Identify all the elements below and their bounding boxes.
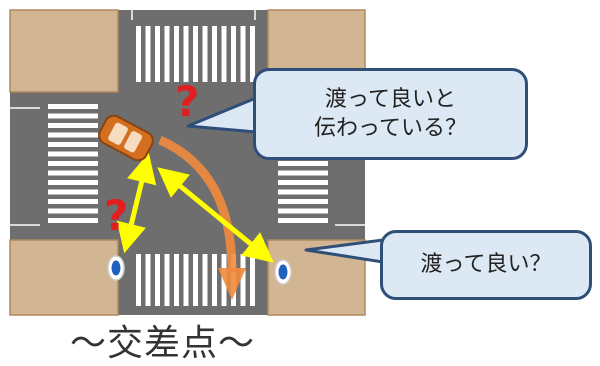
crosswalk-stripe xyxy=(48,142,98,147)
crosswalk-stripe xyxy=(183,254,189,306)
crosswalk-stripe xyxy=(212,254,217,306)
sightlines xyxy=(116,152,274,263)
crosswalk-stripe xyxy=(193,26,198,82)
crosswalk-stripe xyxy=(231,26,236,82)
diagram-caption: ～交差点～ xyxy=(70,323,256,364)
crosswalk-stripe xyxy=(240,26,246,82)
crosswalk-stripe xyxy=(278,170,328,176)
crosswalk-stripe xyxy=(250,254,255,306)
crosswalk-stripe xyxy=(48,132,98,138)
crosswalk-stripe xyxy=(136,26,141,82)
crosswalk-stripe xyxy=(48,218,98,223)
crosswalk-stripe xyxy=(174,254,179,306)
car-icon xyxy=(98,114,154,162)
crosswalk-stripe xyxy=(278,180,328,185)
crosswalk-stripe xyxy=(48,189,98,195)
crosswalk-stripe xyxy=(278,218,328,223)
crosswalk-stripe xyxy=(145,254,151,306)
question-mark-pedestrian: ? xyxy=(104,191,128,240)
bubble-line: 渡って良いと xyxy=(325,86,456,112)
sidewalk-bottom-left xyxy=(9,239,119,316)
crosswalk-top xyxy=(136,26,255,82)
sidewalk-bottom-right xyxy=(267,239,366,316)
crosswalk-stripe xyxy=(48,123,98,128)
crosswalk-stripe xyxy=(155,26,160,82)
crosswalk-stripe xyxy=(278,199,328,204)
sidewalk-top-left xyxy=(9,9,119,93)
crosswalk-stripe xyxy=(48,104,98,109)
crosswalk-stripe xyxy=(48,170,98,176)
crosswalk-stripe xyxy=(164,26,170,82)
crosswalk-stripe xyxy=(136,254,141,306)
driver-speech-bubble: 渡って良いと 伝わっている？ xyxy=(253,68,528,160)
pedestrian-left-icon xyxy=(107,255,125,281)
crosswalk-stripe xyxy=(155,254,160,306)
crosswalk-stripe xyxy=(183,26,189,82)
crosswalk-stripe xyxy=(48,161,98,166)
crosswalk-stripe xyxy=(202,26,208,82)
pedestrian-right-icon xyxy=(274,259,292,285)
crosswalk-left xyxy=(48,104,98,223)
crosswalk-stripe xyxy=(193,254,198,306)
crosswalk-stripe xyxy=(202,254,208,306)
sightline-left xyxy=(116,152,157,254)
crosswalk-stripe xyxy=(250,26,255,82)
crosswalk-stripe xyxy=(48,180,98,185)
crosswalk-stripe xyxy=(221,26,227,82)
crosswalk-stripe xyxy=(278,189,328,195)
crosswalk-stripe xyxy=(145,26,151,82)
bubble-line: 伝わっている？ xyxy=(314,116,467,141)
crosswalk-stripe xyxy=(174,26,179,82)
crosswalk-stripe xyxy=(48,151,98,157)
crosswalk-stripe xyxy=(240,254,246,306)
crosswalk-stripe xyxy=(278,208,328,214)
crosswalk-stripe xyxy=(48,208,98,214)
crosswalk-stripe xyxy=(48,113,98,119)
crosswalk-stripe xyxy=(48,199,98,204)
crosswalk-stripe xyxy=(278,161,328,166)
question-mark-driver: ? xyxy=(175,77,199,126)
turn-arrowhead xyxy=(218,268,246,300)
pedestrian-speech-bubble: 渡って良い？ xyxy=(380,230,592,300)
sightline-right xyxy=(157,167,274,263)
crosswalk-stripe xyxy=(212,26,217,82)
bubble-line: 渡って良い？ xyxy=(420,252,552,278)
crosswalk-stripe xyxy=(164,254,170,306)
